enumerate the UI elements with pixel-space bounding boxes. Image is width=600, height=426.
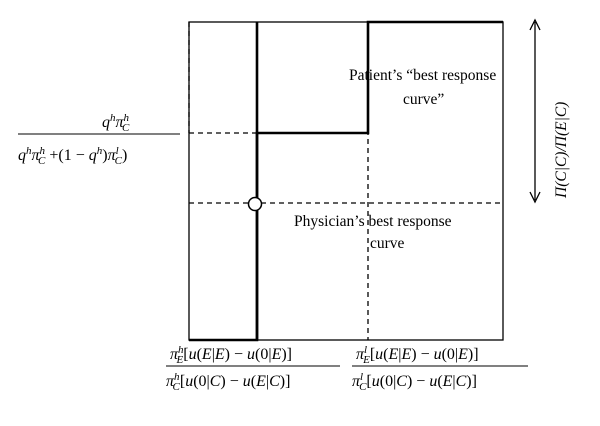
- physician-best-response-curve: [189, 22, 259, 342]
- patient-curve-label-line1: Patient’s “best response: [349, 67, 496, 84]
- right-axis-arrow: [529, 18, 541, 204]
- patient-curve-label-line2: curve”: [403, 91, 444, 108]
- equilibrium-marker: [247, 196, 263, 212]
- physician-curve-label-line1: Physician’s best response: [294, 213, 452, 230]
- dashed-guides: [188, 22, 503, 340]
- physician-curve-label-line2: curve: [370, 235, 405, 252]
- right-axis-label: Π(C|C)/Π(E|C): [553, 102, 570, 199]
- plot-frame: [188, 21, 504, 341]
